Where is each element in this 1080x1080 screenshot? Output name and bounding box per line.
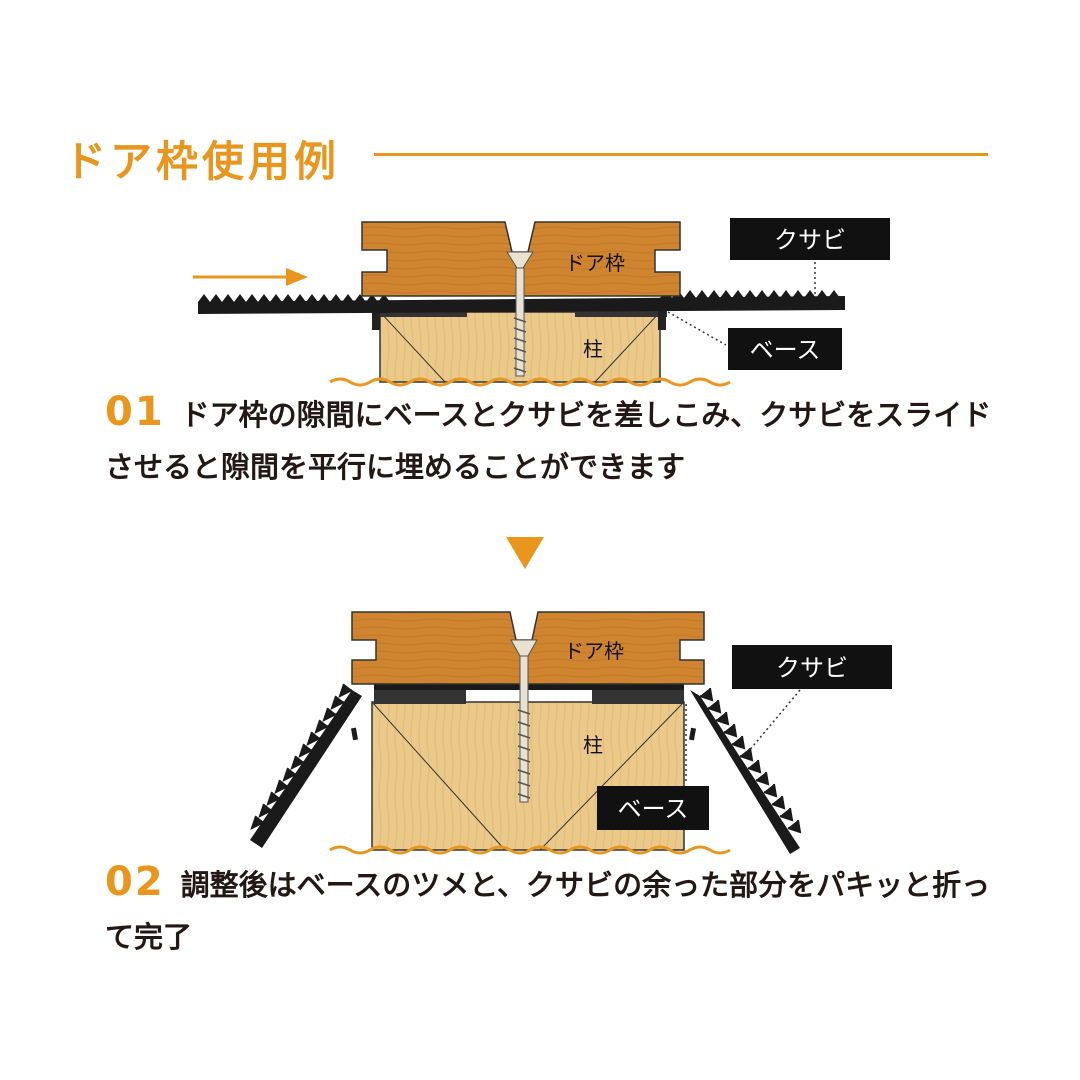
screw-2 (510, 639, 538, 803)
diagram-2: 柱 ドア枠 クサビ ベース (250, 611, 892, 855)
frame-label-2: ドア枠 (564, 639, 624, 663)
frame-label-1: ドア枠 (565, 251, 625, 275)
wedge-label-2: クサビ (776, 654, 848, 682)
break-line-2 (329, 845, 731, 855)
base-right-2 (592, 688, 684, 704)
base-label-1: ベース (750, 336, 821, 364)
break-line-1 (329, 377, 731, 387)
down-arrow-icon (506, 537, 544, 569)
step-2-text: 調整後はベースのツメと、クサビの余った部分をパキッと折って完了 (105, 868, 991, 954)
screw-1 (506, 251, 534, 377)
pillar-label-1: 柱 (583, 337, 603, 361)
base-label-2: ベース (618, 795, 689, 823)
diagram-1: 柱 ドア枠 クサビ ベース (193, 218, 890, 387)
wedge-label-box-2 (732, 645, 892, 689)
base-label-box-2 (597, 786, 709, 830)
pillar-label-2: 柱 (583, 733, 603, 757)
wedge-scrap-left (250, 690, 362, 848)
page-title: ドア枠使用例 (64, 137, 341, 186)
title-rule (374, 153, 988, 156)
step-1-text: ドア枠の隙間にベースとクサビを差しこみ、クサビをスライドさせると隙間を平行に埋め… (105, 398, 992, 484)
slide-arrow (193, 268, 308, 286)
base-left-2 (374, 688, 466, 704)
wedge-label-box-1 (730, 218, 890, 260)
wedge-scrap-right (690, 690, 800, 854)
step-1-number: 01 (105, 389, 165, 435)
step-2-number: 02 (105, 859, 165, 905)
wedge-label-1: クサビ (774, 226, 846, 254)
base-label-box-1 (728, 328, 842, 370)
